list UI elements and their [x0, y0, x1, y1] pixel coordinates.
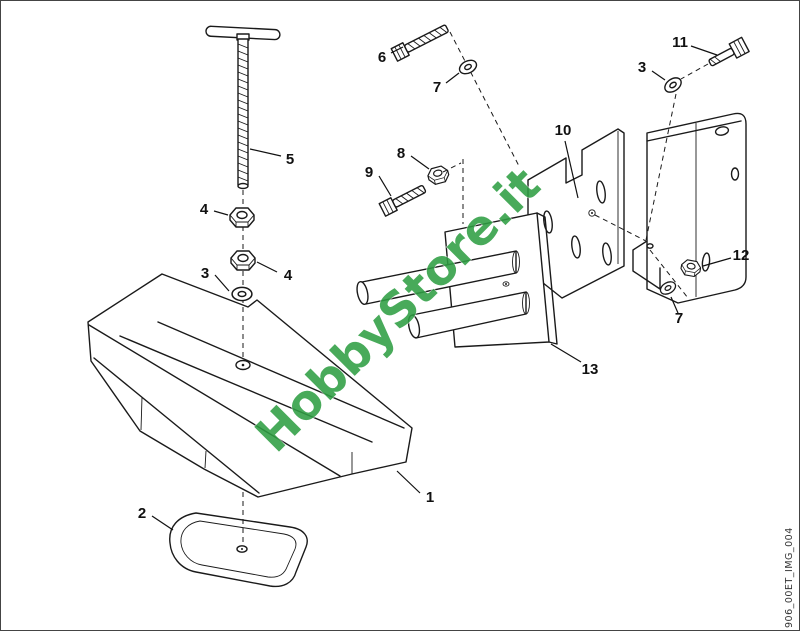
washer-3b [661, 74, 685, 96]
callout-7a: 7 [433, 79, 441, 96]
callout-8: 8 [397, 145, 405, 162]
callout-6: 6 [378, 49, 386, 66]
callout-13: 13 [582, 361, 599, 378]
callout-3b: 3 [638, 59, 646, 76]
callout-4b: 4 [284, 267, 293, 284]
callout-4a: 4 [200, 201, 209, 218]
callout-3a: 3 [201, 265, 209, 282]
washer-3a [231, 286, 253, 302]
bolt-9 [378, 184, 427, 217]
hex-nut-lower [230, 250, 256, 271]
callout-7b: 7 [675, 310, 683, 327]
callout-10: 10 [555, 122, 572, 139]
bracket-plate-10 [527, 128, 625, 299]
axis-dash-bolt9 [442, 159, 464, 224]
t-handle-screw [205, 25, 281, 190]
bolt-11 [708, 36, 750, 67]
hex-nut-upper [229, 207, 255, 228]
bolt-6 [390, 24, 449, 62]
callouts: 5 4 3 4 1 2 6 7 8 9 10 11 3 12 7 13 [138, 34, 750, 522]
image-code-text: 906_00ET_IMG_004 [784, 527, 795, 628]
axis-dash-washer3b [645, 93, 677, 241]
base-plate-hole [236, 545, 248, 553]
nut-8 [425, 164, 451, 187]
mounting-bracket [632, 112, 747, 304]
axis-dash-nut12 [649, 249, 689, 299]
pin-bracket-13 [356, 212, 558, 348]
callout-12: 12 [733, 247, 750, 264]
callout-1: 1 [426, 489, 434, 506]
weight-hole [235, 359, 251, 371]
callout-2: 2 [138, 505, 146, 522]
callout-5: 5 [286, 151, 294, 168]
callout-9: 9 [365, 164, 373, 181]
axis-dash-bolt11 [680, 63, 709, 80]
weight-block [87, 273, 413, 498]
axis-dash-bolt6 [449, 31, 521, 169]
callout-11: 11 [672, 34, 688, 51]
axis-dash-plate10 [594, 214, 647, 242]
leader-lines [151, 45, 732, 531]
washer-7a [458, 59, 478, 75]
